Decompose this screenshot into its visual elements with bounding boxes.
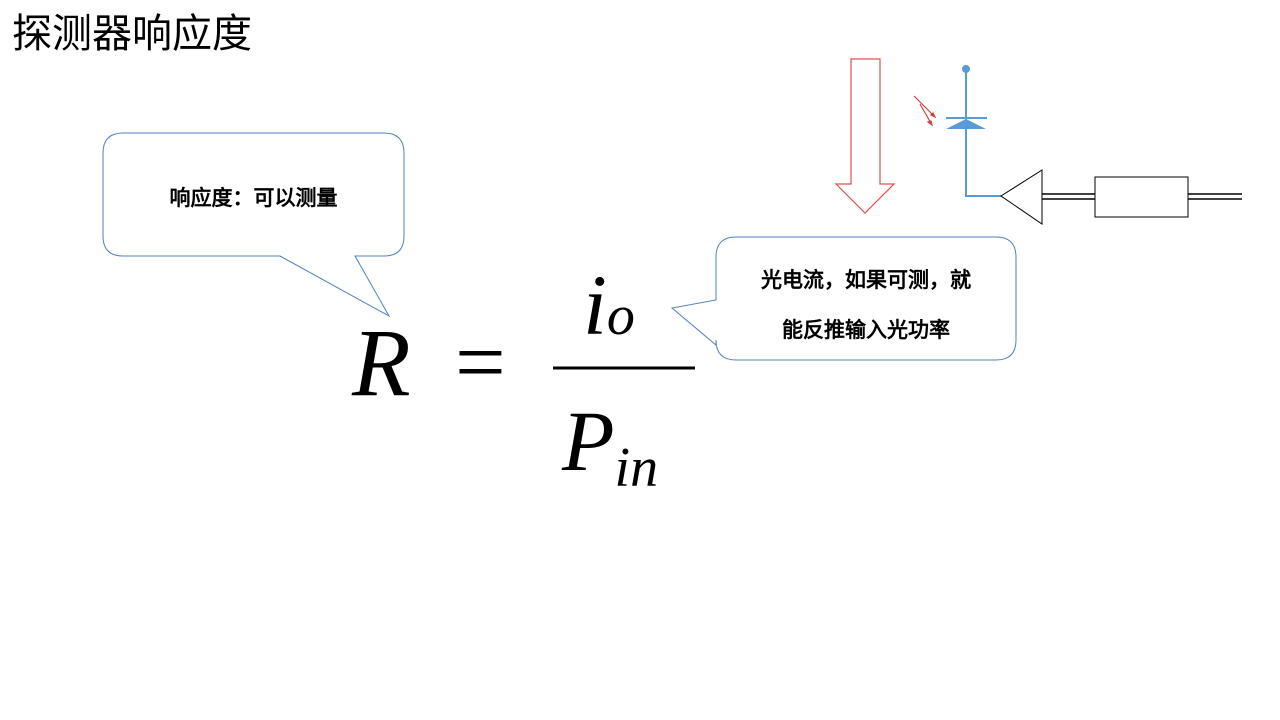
slide-title: 探测器响应度 (12, 11, 252, 57)
callout-text-responsivity: 响应度：可以测量 (169, 185, 338, 210)
numerator-main: i (583, 257, 607, 353)
denominator-subscript: in (614, 437, 659, 499)
formula-lhs: R (352, 309, 411, 416)
signal-lines (1042, 193, 1242, 200)
amplifier-icon (1000, 169, 1043, 225)
light-arrow-icon (834, 58, 896, 214)
photodiode-icon (946, 65, 1001, 197)
formula-numerator: io (583, 262, 635, 348)
processing-block-icon (1094, 176, 1189, 218)
callout-text-photocurrent-line2: 能反推输入光功率 (782, 317, 950, 342)
formula-equals: = (455, 313, 506, 412)
formula-denominator: Pin (562, 398, 658, 496)
callout-text-photocurrent-line1: 光电流，如果可测，就 (761, 267, 971, 292)
denominator-main: P (562, 393, 615, 489)
light-rays-icon (913, 95, 937, 127)
callout-bubble-photocurrent (670, 236, 1017, 361)
numerator-subscript: o (606, 285, 635, 347)
callout-bubble-responsivity (102, 132, 405, 318)
